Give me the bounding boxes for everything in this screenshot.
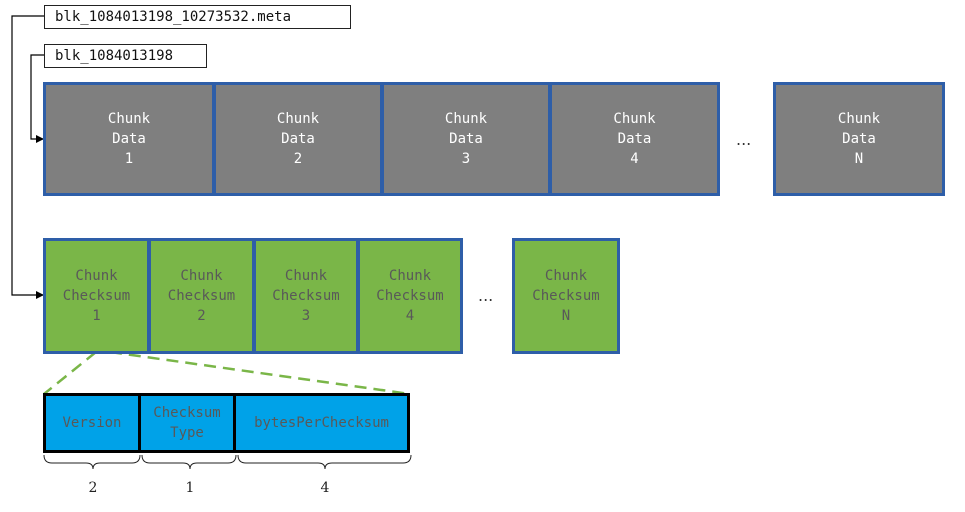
zoom-line-right — [109, 350, 411, 396]
cell-index: N — [854, 151, 864, 167]
version-field: Version — [43, 393, 141, 453]
cell-label: Chunk — [613, 111, 656, 127]
chunk-checksum-cell: Chunk Checksum 4 — [357, 238, 463, 354]
cell-label: Chunk — [388, 268, 432, 284]
cell-label: Chunk — [837, 111, 881, 127]
cell-label: Chunk — [180, 268, 223, 284]
cell-label: Chunk — [75, 268, 118, 284]
version-size-label: 2 — [88, 480, 98, 496]
zoom-line-left — [43, 351, 97, 395]
cell-index: 2 — [197, 308, 206, 324]
chunk-data-cell-n: Chunk Data N — [773, 82, 945, 196]
chunk-checksum-cell: Chunk Checksum 3 — [253, 238, 359, 354]
cell-label: Chunk — [107, 111, 151, 127]
field-label: bytesPerChecksum — [254, 415, 389, 431]
chunk-data-cell: Chunk Data 4 — [549, 82, 720, 196]
cell-label: Chunk — [444, 111, 488, 127]
cell-label: Checksum — [62, 288, 131, 304]
cell-index: 2 — [293, 151, 303, 167]
meta-file-label: blk_1084013198_10273532.meta — [44, 5, 351, 29]
cell-index: 3 — [301, 308, 311, 324]
cell-label: Checksum — [272, 288, 340, 304]
brace-checksum-type — [141, 454, 237, 470]
checksum-type-size-label: 1 — [185, 480, 195, 496]
brace-bytes-per-checksum — [237, 454, 412, 470]
cell-index: 3 — [461, 151, 471, 167]
checksum-type-field: Checksum Type — [138, 393, 236, 453]
bytes-per-checksum-size-label: 4 — [320, 480, 330, 496]
brace-version — [43, 454, 141, 470]
cell-index: N — [561, 308, 571, 324]
cell-label: Checksum — [167, 288, 236, 304]
cell-index: 1 — [124, 151, 134, 167]
chunk-checksum-row: Chunk Checksum 1 Chunk Checksum 2 Chunk … — [43, 238, 463, 354]
cell-label: Data — [449, 131, 483, 147]
chunk-checksum-cell: Chunk Checksum 2 — [148, 238, 255, 354]
cell-label: Chunk — [544, 268, 588, 284]
chunk-data-cell: Chunk Data 3 — [381, 82, 551, 196]
meta-header-row: Version Checksum Type bytesPerChecksum — [43, 393, 410, 453]
cell-label: Data — [281, 131, 315, 147]
chunk-data-cell: Chunk Data 2 — [213, 82, 383, 196]
field-label: Version — [62, 415, 122, 431]
chunk-checksum-cell: Chunk Checksum 1 — [43, 238, 150, 354]
cell-index: 1 — [92, 308, 101, 324]
cell-label: Chunk — [276, 111, 320, 127]
cell-label: Data — [842, 131, 876, 147]
chunk-checksum-cell-n: Chunk Checksum N — [512, 238, 620, 354]
cell-label: Chunk — [284, 268, 328, 284]
field-label: Type — [170, 425, 204, 441]
cell-label: Checksum — [532, 288, 600, 304]
chunk-data-cell: Chunk Data 1 — [43, 82, 215, 196]
cell-index: 4 — [405, 308, 415, 324]
data-ellipsis: ... — [736, 130, 752, 149]
block-file-label: blk_1084013198 — [44, 44, 207, 68]
cell-label: Data — [112, 131, 146, 147]
checksum-ellipsis: ... — [478, 286, 494, 305]
cell-index: 4 — [630, 151, 639, 167]
bytes-per-checksum-field: bytesPerChecksum — [233, 393, 410, 453]
cell-label: Checksum — [376, 288, 444, 304]
field-label: Checksum — [153, 405, 221, 421]
block-connector-arrow — [30, 54, 44, 143]
meta-connector-arrow — [11, 15, 44, 299]
cell-label: Data — [617, 131, 652, 147]
chunk-data-row: Chunk Data 1 Chunk Data 2 Chunk Data 3 C… — [43, 82, 720, 196]
